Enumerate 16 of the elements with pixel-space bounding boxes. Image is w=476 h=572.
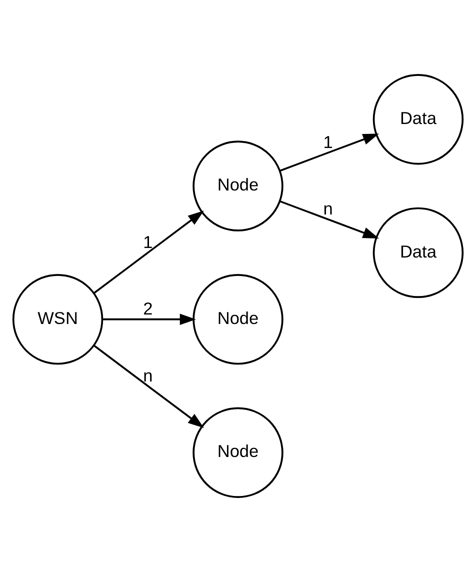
edge-label: 1 <box>323 132 333 152</box>
arrow <box>280 200 380 238</box>
edge-label: n <box>143 365 153 386</box>
node-circle: Data <box>372 207 464 298</box>
node-circle: Node <box>192 140 284 232</box>
arrow <box>280 134 380 172</box>
node-circle: Node <box>192 407 284 498</box>
node-circle: WSN <box>12 274 104 365</box>
edge-label: n <box>323 198 333 219</box>
edge-label: 2 <box>143 298 153 319</box>
node-circle: Data <box>372 74 464 165</box>
arrow <box>94 344 204 428</box>
edge-label: 1 <box>143 232 153 252</box>
node-circle: Node <box>192 274 284 365</box>
arrow <box>94 210 204 294</box>
arrow <box>102 314 196 325</box>
